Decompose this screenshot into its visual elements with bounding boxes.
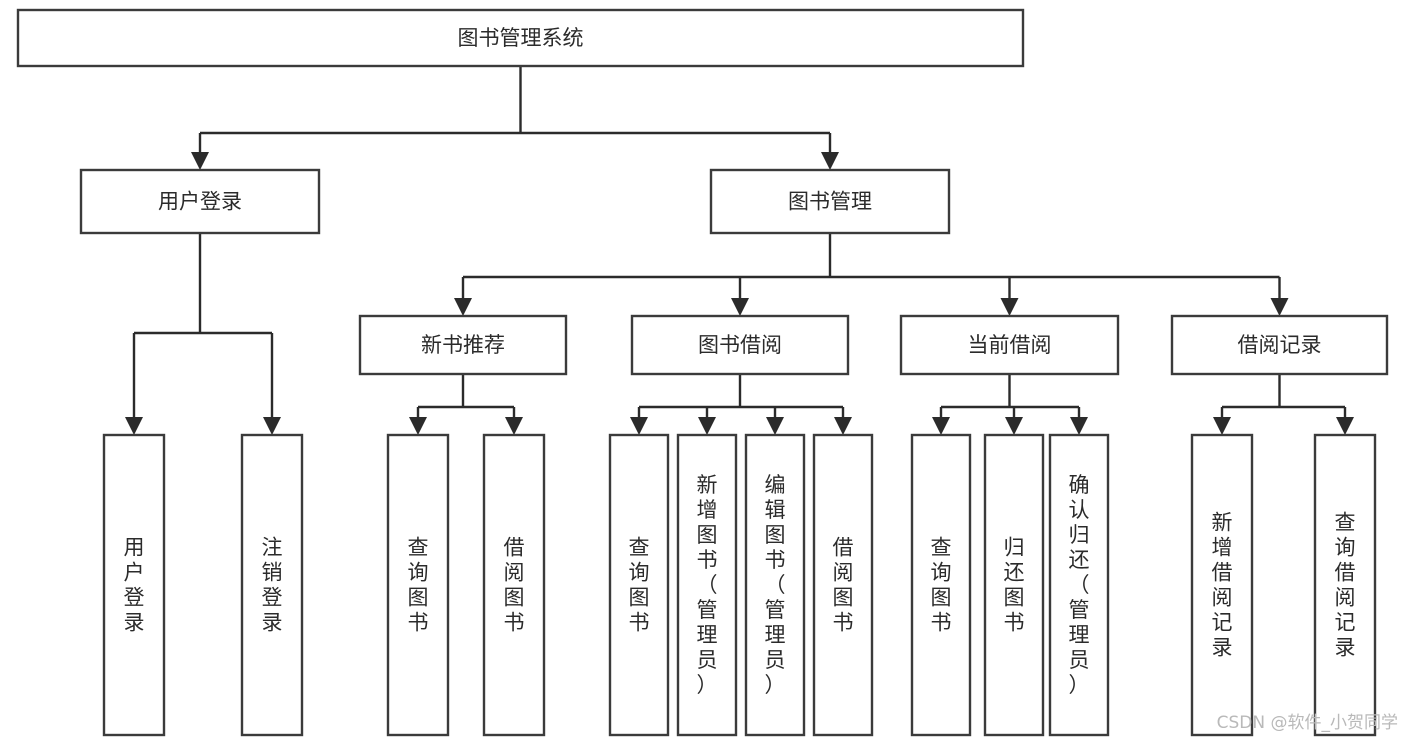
node-borrow-record[interactable]: 借阅记录 bbox=[1170, 314, 1389, 376]
arrow-head-icon bbox=[191, 152, 209, 170]
node-label-leaf-logout: 注销登录 bbox=[262, 536, 283, 635]
node-new-book-recommend[interactable]: 新书推荐 bbox=[358, 314, 568, 376]
node-label-book-borrow: 图书借阅 bbox=[698, 333, 782, 357]
arrow-head-icon bbox=[932, 417, 950, 435]
csdn-watermark: CSDN @软件_小贺同学 bbox=[1217, 713, 1398, 733]
node-box-book-borrow[interactable] bbox=[630, 314, 850, 376]
node-label-leaf-query-books-new: 查询图书 bbox=[408, 536, 429, 635]
arrow-head-icon bbox=[630, 417, 648, 435]
node-root[interactable]: 图书管理系统 bbox=[16, 8, 1025, 68]
node-box-leaf-borrow-books-new[interactable] bbox=[482, 433, 546, 737]
arrow-head-icon bbox=[821, 152, 839, 170]
node-label-current-borrow: 当前借阅 bbox=[968, 333, 1052, 357]
node-leaf-add-borrow-record[interactable]: 新增借阅记录 bbox=[1190, 433, 1254, 737]
arrow-head-icon bbox=[1213, 417, 1231, 435]
arrow-head-icon bbox=[454, 298, 472, 316]
arrow-head-icon bbox=[263, 417, 281, 435]
node-current-borrow[interactable]: 当前借阅 bbox=[899, 314, 1120, 376]
node-box-leaf-return-books[interactable] bbox=[983, 433, 1045, 737]
arrow-head-icon bbox=[1005, 417, 1023, 435]
node-leaf-edit-book-admin[interactable]: 编辑图书（管理员） bbox=[744, 433, 806, 737]
node-box-leaf-query-books-new[interactable] bbox=[386, 433, 450, 737]
node-box-leaf-query-books-current[interactable] bbox=[910, 433, 972, 737]
node-label-leaf-confirm-return-admin: 确认归还（管理员） bbox=[1069, 473, 1090, 697]
node-label-book-management: 图书管理 bbox=[788, 190, 872, 214]
node-box-leaf-logout[interactable] bbox=[240, 433, 304, 737]
node-leaf-add-book-admin[interactable]: 新增图书（管理员） bbox=[676, 433, 738, 737]
node-label-leaf-query-books-borrow: 查询图书 bbox=[629, 536, 650, 635]
arrow-head-icon bbox=[731, 298, 749, 316]
arrow-head-icon bbox=[834, 417, 852, 435]
arrow-head-icon bbox=[1336, 417, 1354, 435]
node-book-management[interactable]: 图书管理 bbox=[709, 168, 951, 235]
node-box-leaf-confirm-return-admin[interactable] bbox=[1048, 433, 1110, 737]
node-box-new-book-recommend[interactable] bbox=[358, 314, 568, 376]
node-label-leaf-query-books-current: 查询图书 bbox=[931, 536, 952, 635]
node-label-leaf-add-book-admin: 新增图书（管理员） bbox=[697, 473, 718, 697]
node-box-leaf-add-book-admin[interactable] bbox=[676, 433, 738, 737]
node-layer: 图书管理系统用户登录图书管理新书推荐图书借阅当前借阅借阅记录用户登录注销登录查询… bbox=[16, 8, 1389, 737]
node-label-root: 图书管理系统 bbox=[458, 26, 584, 50]
arrow-head-icon bbox=[505, 417, 523, 435]
node-leaf-query-books-current[interactable]: 查询图书 bbox=[910, 433, 972, 737]
node-label-new-book-recommend: 新书推荐 bbox=[421, 333, 505, 357]
connector-layer bbox=[125, 66, 1354, 435]
arrow-head-icon bbox=[409, 417, 427, 435]
arrow-head-icon bbox=[1000, 298, 1019, 316]
node-box-user-login[interactable] bbox=[79, 168, 321, 235]
arrow-head-icon bbox=[1270, 298, 1289, 316]
node-label-leaf-borrow-books-new: 借阅图书 bbox=[504, 536, 525, 635]
node-user-login[interactable]: 用户登录 bbox=[79, 168, 321, 235]
arrow-head-icon bbox=[1070, 417, 1088, 435]
arrow-head-icon bbox=[698, 417, 716, 435]
node-label-leaf-add-borrow-record: 新增借阅记录 bbox=[1212, 511, 1233, 660]
node-label-leaf-return-books: 归还图书 bbox=[1004, 536, 1025, 635]
node-leaf-borrow-books-new[interactable]: 借阅图书 bbox=[482, 433, 546, 737]
node-box-leaf-borrow-books-borrow[interactable] bbox=[812, 433, 874, 737]
node-leaf-confirm-return-admin[interactable]: 确认归还（管理员） bbox=[1048, 433, 1110, 737]
arrow-head-icon bbox=[125, 417, 143, 435]
node-label-leaf-borrow-books-borrow: 借阅图书 bbox=[833, 536, 854, 635]
node-leaf-return-books[interactable]: 归还图书 bbox=[983, 433, 1045, 737]
node-label-borrow-record: 借阅记录 bbox=[1238, 333, 1322, 357]
node-book-borrow[interactable]: 图书借阅 bbox=[630, 314, 850, 376]
node-box-current-borrow[interactable] bbox=[899, 314, 1120, 376]
arrow-head-icon bbox=[766, 417, 784, 435]
node-label-leaf-edit-book-admin: 编辑图书（管理员） bbox=[765, 473, 786, 697]
node-box-leaf-user-login[interactable] bbox=[102, 433, 166, 737]
node-label-leaf-query-borrow-record: 查询借阅记录 bbox=[1335, 511, 1356, 660]
node-box-root[interactable] bbox=[16, 8, 1025, 68]
node-box-leaf-query-books-borrow[interactable] bbox=[608, 433, 670, 737]
node-box-borrow-record[interactable] bbox=[1170, 314, 1389, 376]
node-box-book-management[interactable] bbox=[709, 168, 951, 235]
node-leaf-query-books-borrow[interactable]: 查询图书 bbox=[608, 433, 670, 737]
node-label-user-login: 用户登录 bbox=[158, 190, 242, 214]
node-box-leaf-edit-book-admin[interactable] bbox=[744, 433, 806, 737]
node-leaf-borrow-books-borrow[interactable]: 借阅图书 bbox=[812, 433, 874, 737]
node-box-leaf-add-borrow-record[interactable] bbox=[1190, 433, 1254, 737]
node-box-leaf-query-borrow-record[interactable] bbox=[1313, 433, 1377, 737]
node-label-leaf-user-login: 用户登录 bbox=[124, 536, 145, 635]
node-leaf-query-books-new[interactable]: 查询图书 bbox=[386, 433, 450, 737]
node-leaf-query-borrow-record[interactable]: 查询借阅记录 bbox=[1313, 433, 1377, 737]
node-leaf-logout[interactable]: 注销登录 bbox=[240, 433, 304, 737]
node-leaf-user-login[interactable]: 用户登录 bbox=[102, 433, 166, 737]
